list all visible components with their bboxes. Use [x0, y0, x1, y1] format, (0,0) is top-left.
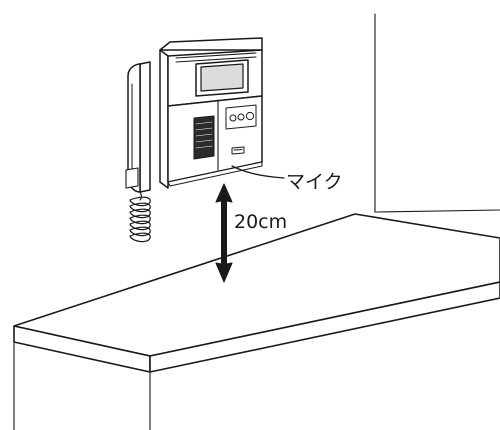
- intercom-monitor-icon: [159, 37, 263, 189]
- microphone-leader-line: [231, 165, 285, 179]
- double-arrow-icon: [215, 183, 233, 283]
- distance-label: 20cm: [234, 211, 287, 233]
- button-2-icon: [237, 113, 245, 121]
- microphone-label: マイク: [286, 171, 343, 193]
- speaker-grille: [195, 121, 213, 149]
- countertop: [13, 213, 500, 430]
- button-3-icon: [245, 111, 255, 121]
- handset-icon: [125, 61, 151, 193]
- button-1-icon: [229, 114, 237, 122]
- coiled-cord-icon: [129, 191, 151, 243]
- room-walls: [149, 13, 500, 430]
